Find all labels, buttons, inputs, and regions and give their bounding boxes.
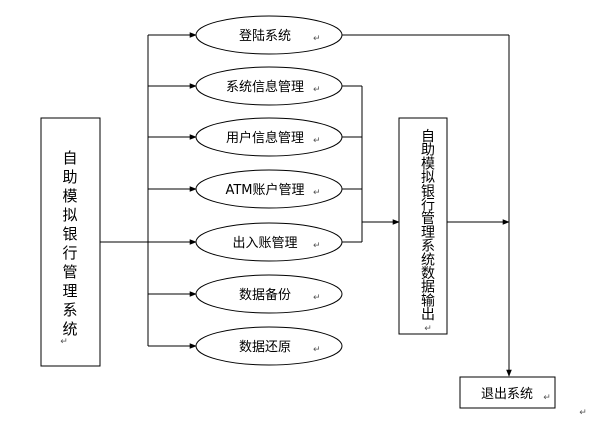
module-label: 系统信息管理	[226, 79, 304, 95]
module-node-inout: 出入账管理 ↵	[195, 222, 343, 262]
module-label: ATM账户管理	[225, 182, 304, 198]
module-ellipse	[195, 66, 343, 106]
module-mark: ↵	[313, 345, 321, 355]
main-system-label: 自助模拟银行管理系统	[62, 149, 77, 338]
module-node-restore: 数据还原 ↵	[195, 326, 343, 366]
module-ellipse	[195, 326, 343, 366]
module-mark: ↵	[313, 136, 321, 146]
connector-lines	[100, 32, 512, 377]
module-label: 用户信息管理	[226, 130, 304, 146]
module-node-atm: ATM账户管理 ↵	[195, 169, 343, 209]
module-ellipse	[195, 274, 343, 314]
exit-label: 退出系统	[481, 387, 533, 402]
module-ellipse	[195, 117, 343, 157]
module-label: 数据备份	[239, 287, 291, 303]
module-node-backup: 数据备份 ↵	[195, 274, 343, 314]
module-mark: ↵	[313, 241, 321, 251]
main-system-mark: ↵	[60, 337, 68, 347]
module-label: 出入账管理	[232, 236, 297, 251]
output-mark: ↵	[424, 324, 432, 334]
module-ellipse	[195, 15, 343, 55]
exit-mark: ↵	[543, 393, 551, 403]
module-mark: ↵	[313, 34, 321, 44]
module-ellipse	[195, 222, 343, 262]
exit-node: 退出系统 ↵	[459, 376, 556, 409]
module-label: 数据还原	[239, 340, 291, 355]
module-mark: ↵	[313, 293, 321, 303]
module-node-login: 登陆系统 ↵	[195, 15, 343, 55]
module-node-sysinfo: 系统信息管理 ↵	[195, 66, 343, 106]
module-mark: ↵	[313, 85, 321, 95]
module-mark: ↵	[313, 188, 321, 198]
main-system-node: 自助模拟银行管理系统 ↵	[40, 117, 101, 367]
module-label: 登陆系统	[239, 28, 291, 44]
output-node: 自助模拟银行管理系统数据输出 ↵	[398, 117, 448, 335]
module-nodes: 登陆系统↵系统信息管理↵用户信息管理↵ATM账户管理↵出入账管理↵数据备份↵数据…	[195, 15, 343, 366]
module-node-userinfo: 用户信息管理 ↵	[195, 117, 343, 157]
module-ellipse	[195, 169, 343, 209]
output-label: 自助模拟银行管理系统数据输出	[421, 129, 435, 323]
page-mark: ↵	[579, 408, 587, 418]
